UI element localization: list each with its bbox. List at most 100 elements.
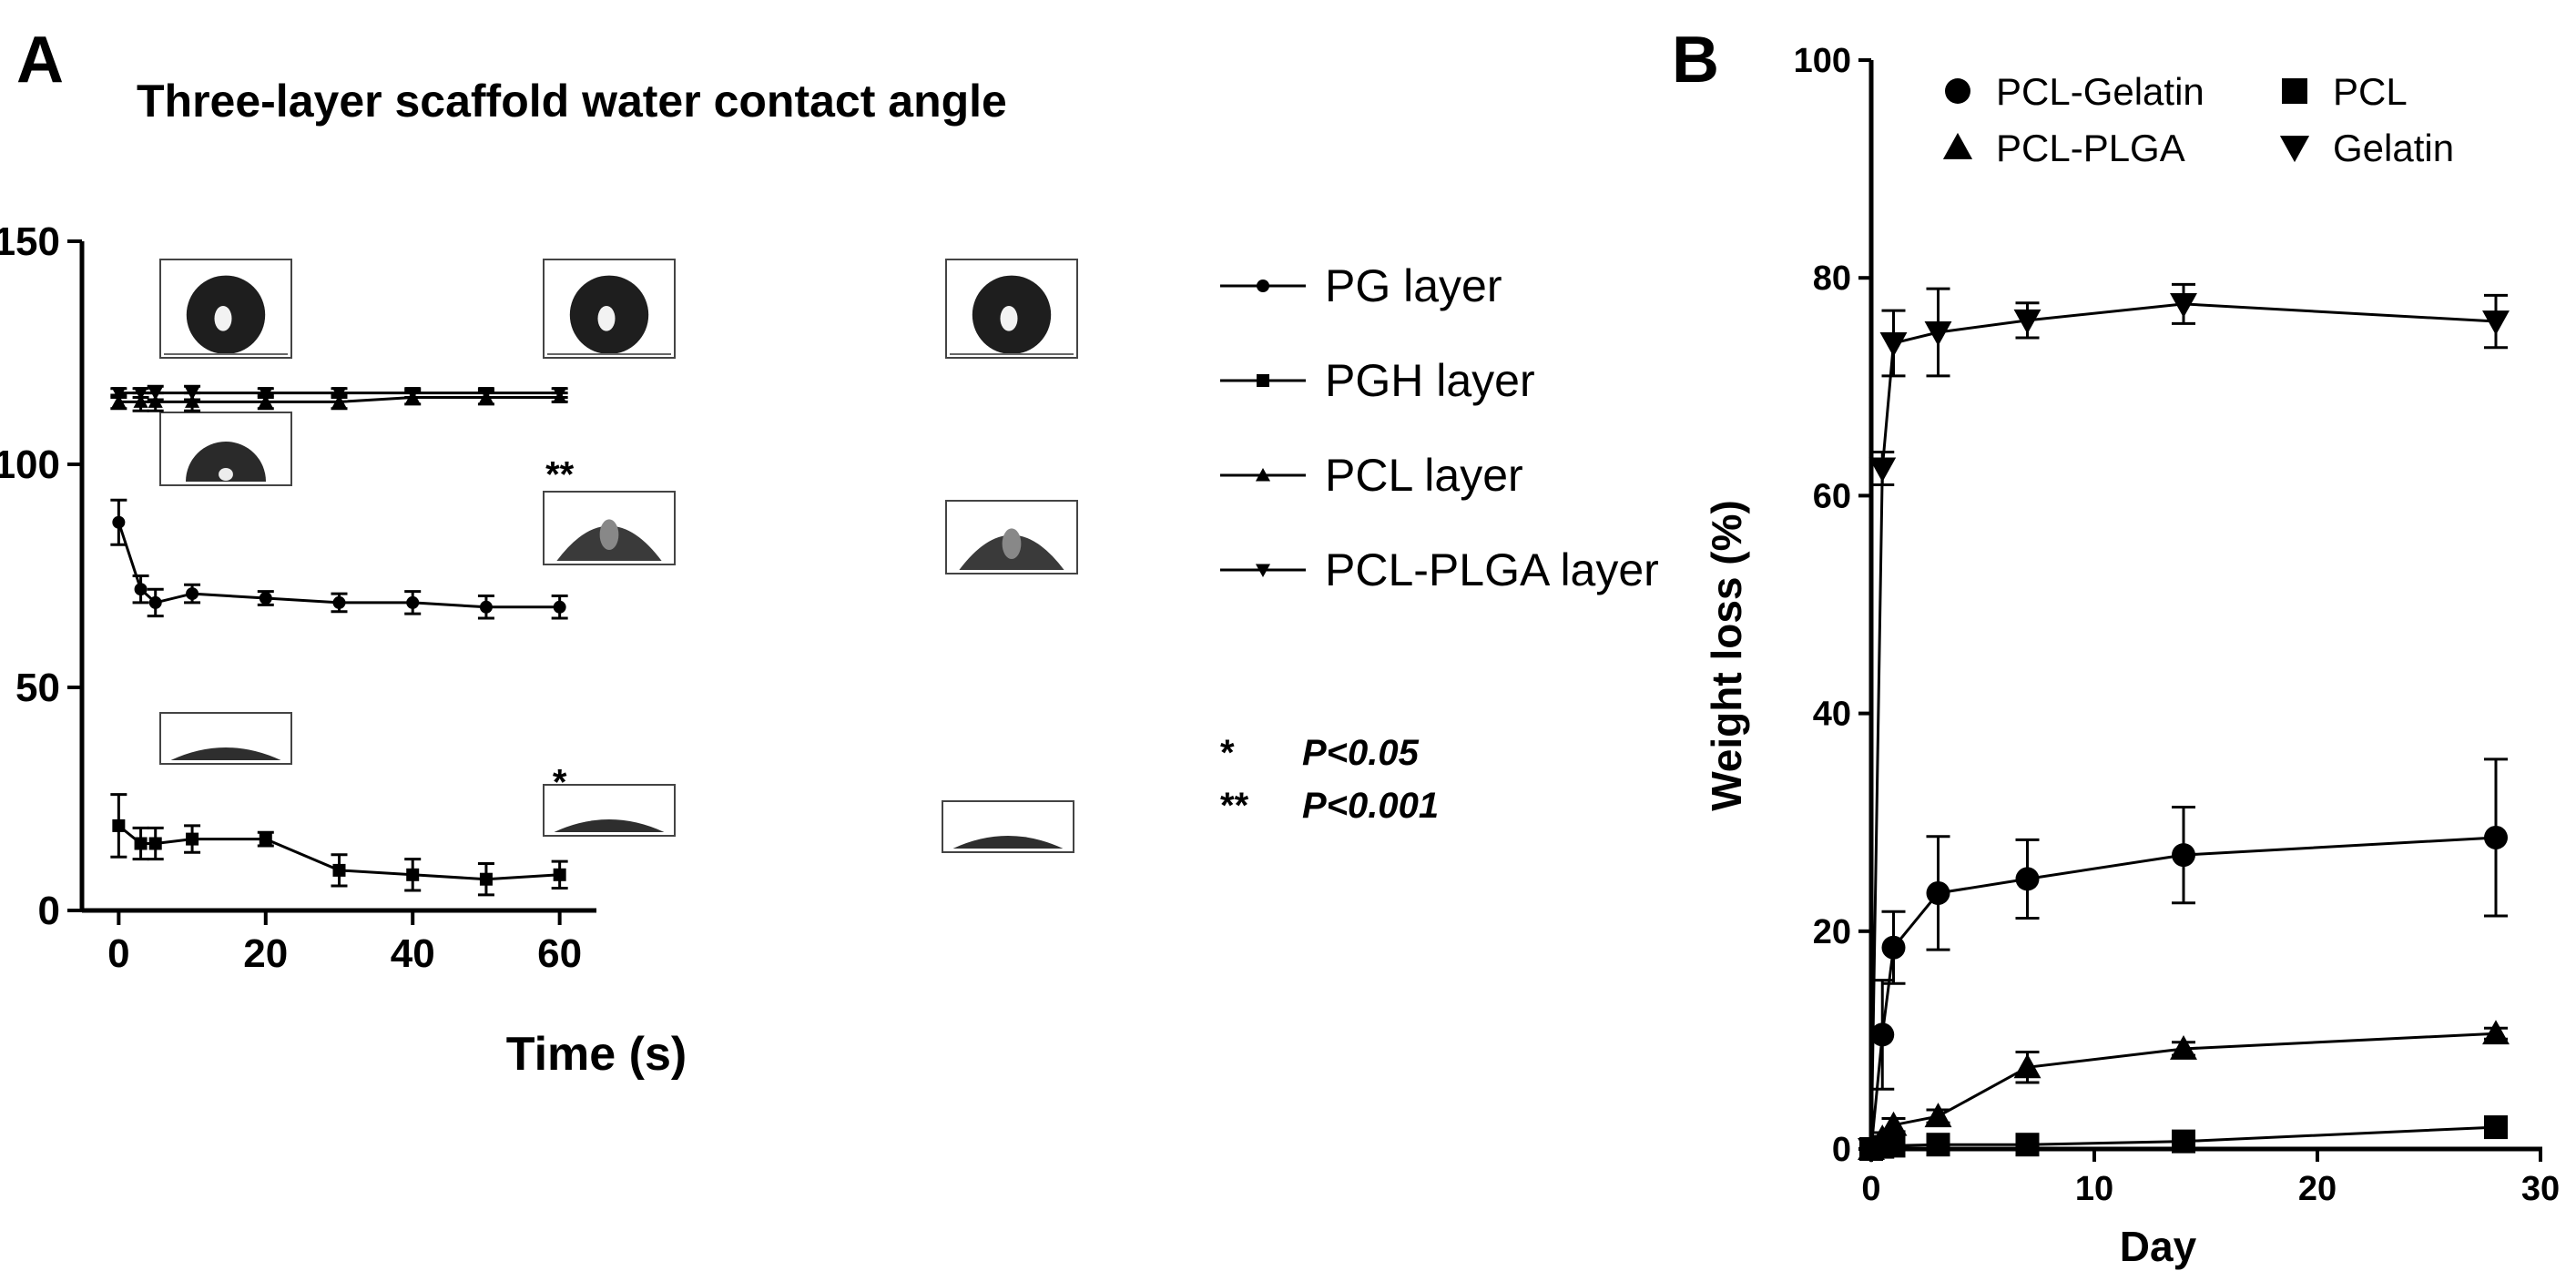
significance-stars: * — [1220, 733, 1235, 773]
panel-a: A Three-layer scaffold water contact ang… — [0, 24, 1659, 1081]
legend-item-b: PCL-Gelatin — [1945, 70, 2204, 113]
legend-marker — [2279, 136, 2310, 163]
chart-b-y-tick-label: 100 — [1794, 42, 1851, 80]
data-point — [258, 394, 273, 408]
data-point — [186, 587, 199, 601]
significance-pvalue: P<0.001 — [1302, 786, 1439, 826]
data-point — [2170, 1035, 2197, 1060]
legend-item-a: PCL-PLGA layer — [1220, 544, 1659, 595]
data-point — [111, 394, 127, 408]
data-point — [1879, 332, 1908, 357]
chart-a-x-tick-label: 20 — [243, 931, 288, 976]
chart-b-xlabel: Day — [2120, 1223, 2197, 1270]
data-point — [1868, 457, 1897, 483]
data-point — [2013, 1053, 2041, 1079]
droplet-image-9 — [942, 800, 1074, 853]
chart-a-x-tick-label: 0 — [107, 931, 129, 976]
series-a-circle — [110, 498, 568, 620]
series-a-square — [110, 793, 568, 897]
data-point — [133, 394, 148, 408]
chart-a-y-tick-label: 0 — [38, 889, 60, 933]
data-point — [553, 868, 566, 881]
chart-b-y-tick-label: 0 — [1832, 1131, 1851, 1169]
data-point — [331, 387, 347, 401]
legend-marker — [2282, 78, 2307, 104]
data-point — [259, 592, 272, 605]
data-point — [479, 600, 493, 614]
data-point — [186, 832, 199, 846]
data-point — [112, 515, 126, 529]
legend-item-b: PCL — [2282, 70, 2408, 113]
significance-legend: * P<0.05 ** P<0.001 — [1220, 733, 1439, 826]
legend-item-b: Gelatin — [2279, 127, 2454, 169]
chart-b-x-tick-label: 0 — [1861, 1170, 1880, 1208]
chart-b-y-tick-label: 20 — [1813, 913, 1851, 951]
data-point — [406, 595, 420, 609]
chart-a-series — [110, 384, 568, 897]
data-point — [1924, 321, 1952, 346]
data-point — [1870, 1022, 1895, 1047]
legend-item-b: PCL-PLGA — [1942, 127, 2185, 169]
chart-a-y-tick-label: 150 — [0, 219, 60, 264]
data-point — [1858, 1138, 1885, 1163]
data-point — [331, 394, 347, 408]
series-b-circle — [1859, 757, 2508, 1161]
significance-stars: ** — [1220, 786, 1249, 826]
significance-pvalue: P<0.05 — [1302, 733, 1420, 773]
droplet-image-1 — [159, 259, 292, 359]
series-b-triangle-down — [1858, 282, 2510, 1163]
chart-b-x-tick-label: 20 — [2298, 1170, 2337, 1208]
data-point — [2170, 292, 2197, 318]
data-point — [553, 600, 566, 614]
data-point — [259, 832, 272, 846]
data-point — [134, 837, 148, 850]
droplet-image-7 — [159, 712, 292, 765]
data-point — [2482, 1020, 2510, 1045]
legend-marker — [1945, 78, 1970, 104]
legend-label: PCL — [2333, 70, 2408, 113]
data-point — [478, 387, 494, 401]
data-point — [1881, 935, 1906, 960]
data-point — [2172, 843, 2195, 868]
droplet-image-8 — [543, 784, 676, 837]
chart-a-x-tick-label: 40 — [391, 931, 435, 976]
panel-a-letter: A — [16, 24, 64, 97]
chart-b-legend: PCL-Gelatin PCL PCL-PLGA Gelatin — [1942, 70, 2454, 169]
droplet-image-2 — [543, 259, 676, 359]
data-point — [148, 394, 163, 408]
data-point — [406, 868, 420, 881]
data-point — [2482, 310, 2510, 335]
droplet-image-3 — [945, 259, 1078, 359]
data-point — [332, 863, 346, 877]
droplet-images — [159, 259, 1078, 853]
data-point — [111, 387, 127, 401]
data-point — [185, 394, 200, 408]
data-point — [1926, 1133, 1950, 1157]
legend-label: PCL-Gelatin — [1996, 70, 2204, 113]
data-point — [2484, 825, 2508, 849]
data-point — [148, 387, 163, 401]
data-point — [185, 387, 200, 401]
data-point — [552, 387, 567, 401]
legend-marker — [1255, 467, 1271, 482]
legend-label: PG layer — [1325, 260, 1502, 311]
chart-b-y-tick-label: 40 — [1813, 696, 1851, 734]
series-b-triangle-up — [1858, 1020, 2510, 1160]
chart-a-xlabel: Time (s) — [506, 1028, 687, 1081]
chart-b-x-tick-label: 10 — [2075, 1170, 2113, 1208]
significance-mark: ** — [545, 455, 575, 495]
chart-a-x-tick-label: 60 — [537, 931, 582, 976]
legend-item-a: PGH layer — [1220, 355, 1535, 406]
series-a-triangle-down — [110, 384, 568, 402]
chart-b-series — [1858, 282, 2510, 1163]
data-point — [332, 595, 346, 609]
data-point — [134, 583, 148, 596]
data-point — [1926, 880, 1950, 905]
droplet-image-6 — [945, 500, 1078, 574]
legend-label: Gelatin — [2333, 127, 2454, 169]
legend-item-a: PCL layer — [1220, 450, 1523, 501]
legend-label: PGH layer — [1325, 355, 1535, 406]
